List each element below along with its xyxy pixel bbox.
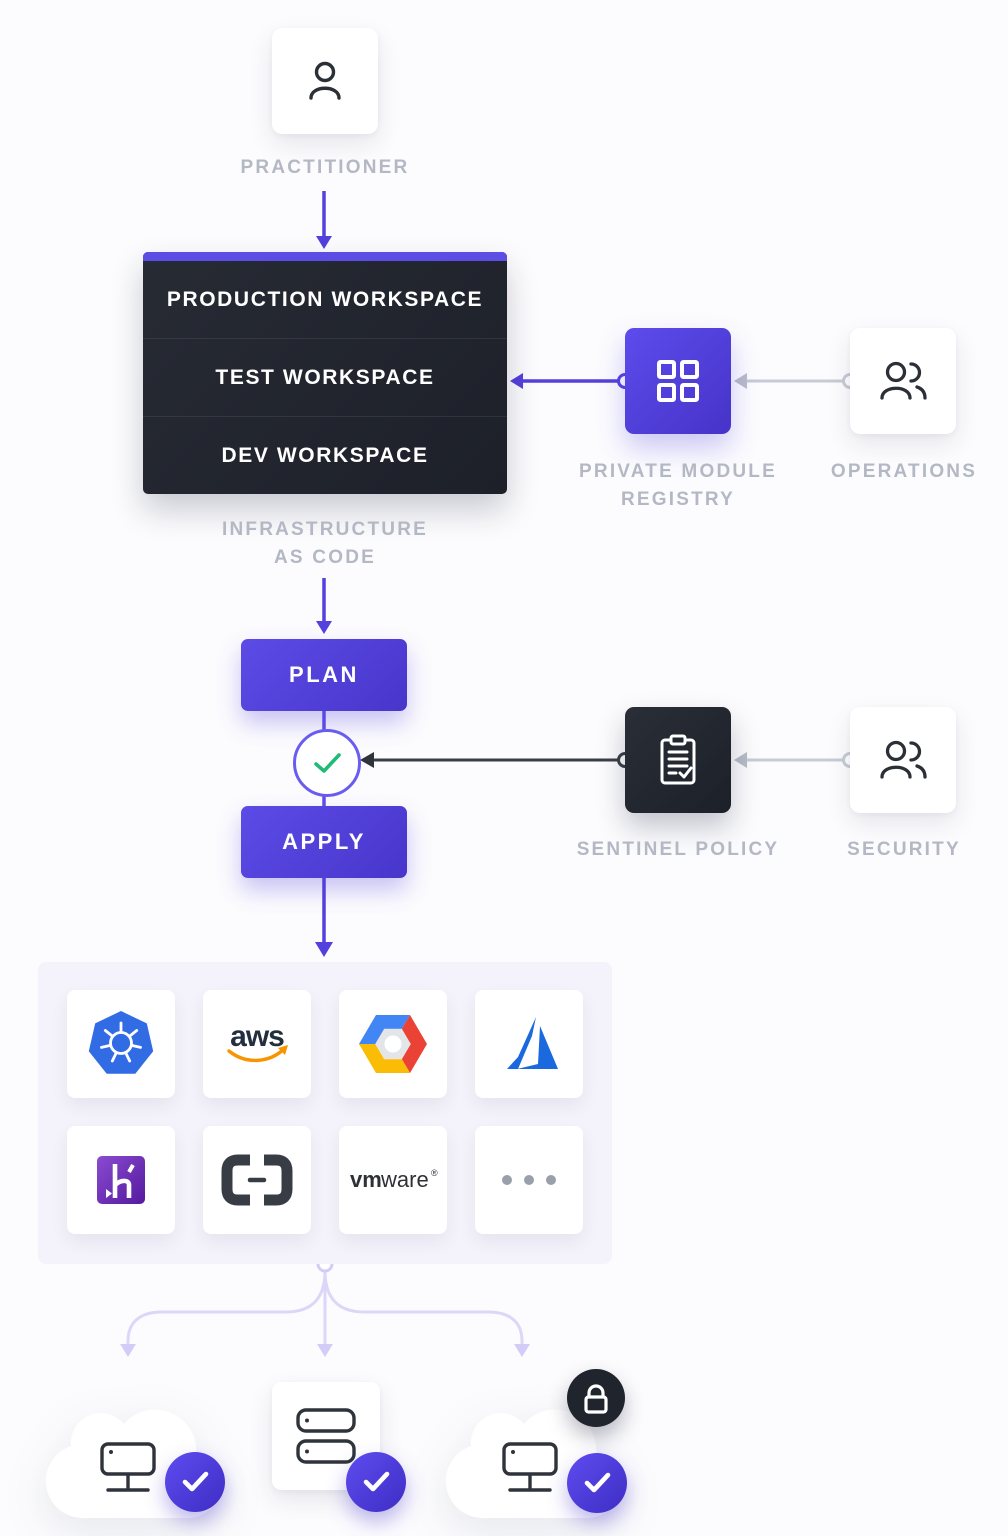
check-icon <box>314 753 341 773</box>
kubernetes-icon <box>88 1011 154 1074</box>
server-stack-icon <box>296 1408 356 1464</box>
alibaba-cloud-brackets-icon <box>221 1154 293 1206</box>
registry-label-line1: PRIVATE MODULE <box>579 461 777 482</box>
check-badge-left <box>165 1452 225 1512</box>
workstation-icon <box>502 1442 558 1492</box>
dev-workspace-row: DEV WORKSPACE <box>221 443 429 467</box>
practitioner-label: PRACTITIONER <box>240 157 410 178</box>
iac-label-line2: AS CODE <box>274 547 376 568</box>
infrastructure-as-code-label: INFRASTRUCTURE AS CODE <box>175 516 475 572</box>
practitioner-node <box>272 28 378 134</box>
provider-card-alibaba-cloud <box>203 1126 311 1234</box>
heroku-icon <box>97 1156 145 1204</box>
check-badge-right <box>567 1453 627 1513</box>
sentinel-policy-label: SENTINEL POLICY <box>576 839 780 860</box>
aws-icon: aws <box>227 1020 288 1063</box>
provider-card-google-cloud <box>339 990 447 1098</box>
provider-card-azure <box>475 990 583 1098</box>
lock-badge <box>567 1369 625 1427</box>
check-badge-icon <box>363 1471 390 1492</box>
clipboard-check-icon <box>660 734 696 785</box>
check-badge-middle <box>346 1452 406 1512</box>
test-workspace-row: TEST WORKSPACE <box>143 339 507 417</box>
team-icon <box>880 740 927 779</box>
team-icon <box>880 361 927 400</box>
operations-node <box>850 328 956 434</box>
registry-label-line2: REGISTRY <box>620 489 736 510</box>
svg-text:aws: aws <box>230 1020 284 1053</box>
google-cloud-icon <box>359 1015 427 1073</box>
svg-text:®: ® <box>431 1168 438 1178</box>
vmware-icon: vm ware ® <box>350 1167 438 1192</box>
ellipsis-icon <box>502 1175 556 1185</box>
provider-card-kubernetes <box>67 990 175 1098</box>
provider-card-heroku <box>67 1126 175 1234</box>
provider-card-more <box>475 1126 583 1234</box>
plan-step: PLAN <box>241 639 407 711</box>
check-badge-icon <box>182 1471 209 1492</box>
sentinel-policy-node <box>625 707 731 813</box>
svg-text:vm: vm <box>350 1167 382 1192</box>
security-node <box>850 707 956 813</box>
security-label: SECURITY <box>847 839 961 860</box>
policy-check-circle <box>293 729 361 797</box>
provider-card-vmware: vm ware ® <box>339 1126 447 1234</box>
provider-card-aws: aws <box>203 990 311 1098</box>
workspace-accent-bar <box>143 252 507 261</box>
azure-icon <box>507 1017 558 1069</box>
workspace-stack: PRODUCTION WORKSPACE TEST WORKSPACE DEV … <box>143 252 507 494</box>
lock-badge-icon <box>584 1384 608 1414</box>
person-icon <box>309 61 341 100</box>
module-grid-icon <box>657 360 699 402</box>
production-workspace-row: PRODUCTION WORKSPACE <box>143 261 507 339</box>
operations-label: OPERATIONS <box>830 461 978 482</box>
iac-label-line1: INFRASTRUCTURE <box>221 519 428 540</box>
workstation-icon <box>100 1442 156 1492</box>
svg-text:ware: ware <box>380 1167 429 1192</box>
check-badge-icon <box>584 1472 611 1493</box>
private-module-registry-node <box>625 328 731 434</box>
apply-step: APPLY <box>241 806 407 878</box>
private-module-registry-label: PRIVATE MODULE REGISTRY <box>538 458 818 514</box>
